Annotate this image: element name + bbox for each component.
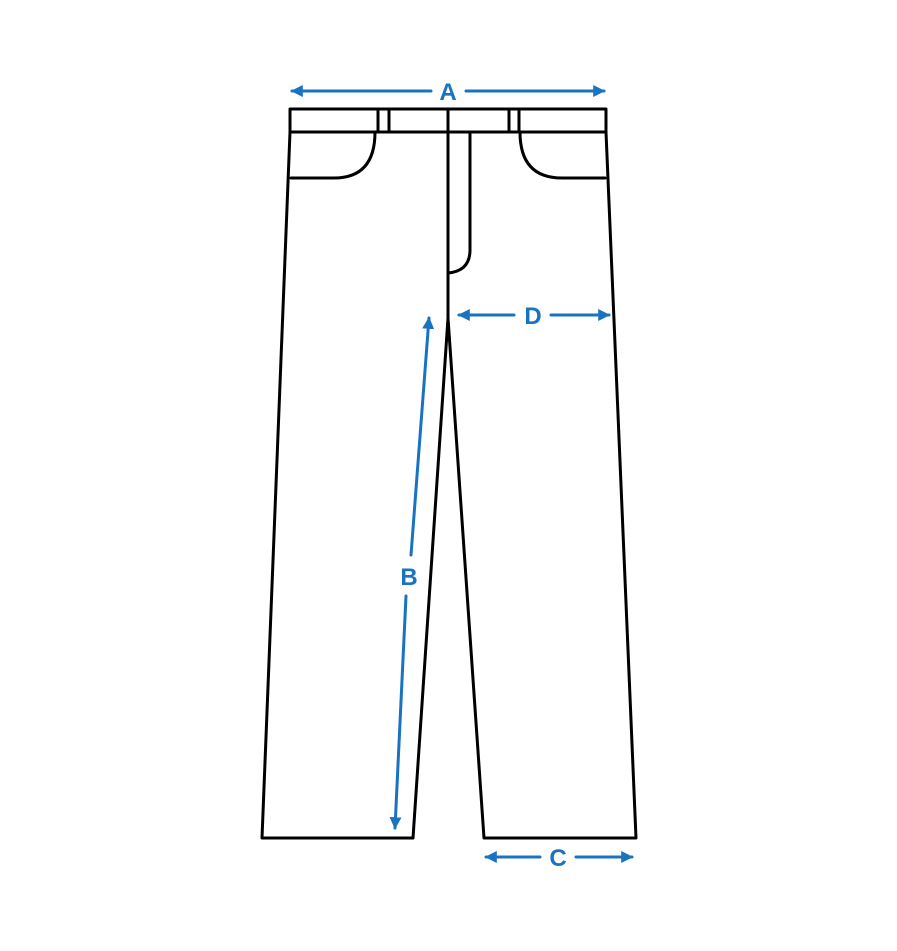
dimension-a: A [290,79,606,106]
pocket-right [518,130,607,180]
dimension-d: D [457,303,611,330]
dimension-c: C [484,845,634,872]
pants-illustration [260,107,638,840]
dimension-b: B [389,316,435,830]
dimension-c-label: C [549,845,566,872]
pants-body [260,130,638,840]
dimension-d-label: D [524,303,541,330]
belt-loop-left [376,107,391,134]
belt-loop-right [507,107,521,134]
dimension-b-label: B [400,564,417,591]
pocket-left [289,130,377,180]
dimension-b-arrow-bottom [389,594,408,830]
dimension-a-label: A [439,79,456,106]
dimension-b-arrow-top [409,316,435,557]
fly-stitching [446,130,472,275]
